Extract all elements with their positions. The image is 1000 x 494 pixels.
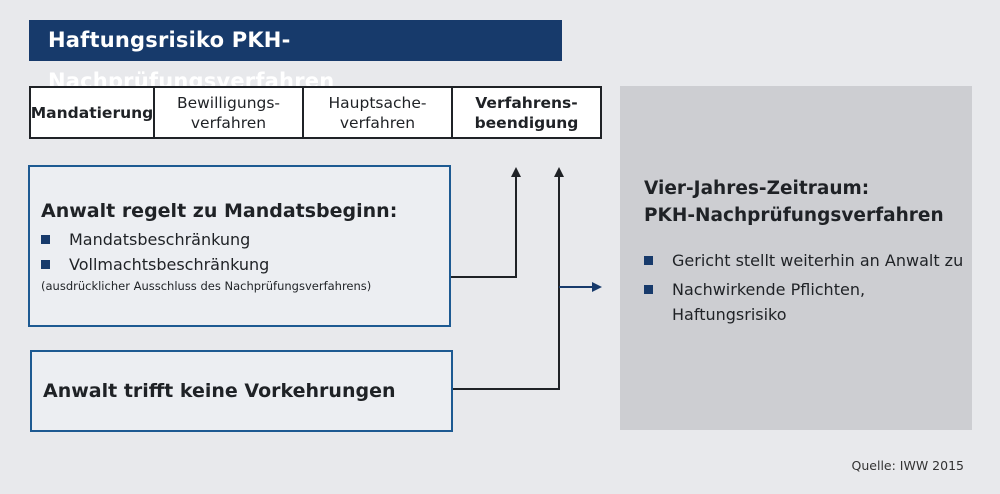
phase-hauptsacheverfahren: Hauptsache- verfahren [304, 88, 453, 137]
box-a-bullet-text: Mandatsbeschränkung [69, 230, 251, 249]
source-note: Quelle: IWW 2015 [851, 458, 964, 473]
review-period-panel: Vier-Jahres-Zeitraum: PKH-Nachprüfungsve… [620, 86, 972, 430]
list-item: Vollmachtsbeschränkung [41, 252, 269, 277]
box-a-bullet-list: Mandatsbeschränkung Vollmachtsbeschränku… [41, 227, 269, 277]
square-bullet-icon [41, 235, 50, 244]
box-b-heading: Anwalt trifft keine Vorkehrungen [43, 380, 396, 402]
square-bullet-icon [644, 285, 653, 294]
box-a-note: (ausdrücklicher Ausschluss des Nachprüfu… [41, 279, 372, 293]
panel-title: Vier-Jahres-Zeitraum: PKH-Nachprüfungsve… [644, 178, 944, 226]
box-mandate-restriction: Anwalt regelt zu Mandatsbeginn: Mandatsb… [28, 165, 451, 327]
square-bullet-icon [41, 260, 50, 269]
panel-bullet-list: Gericht stellt weiterhin an Anwalt zu Na… [644, 248, 964, 331]
list-item: Mandatsbeschränkung [41, 227, 269, 252]
arrow-box-b-to-end [453, 167, 564, 390]
panel-bullet-text: Gericht stellt weiterhin an Anwalt zu [672, 251, 964, 270]
box-no-precautions: Anwalt trifft keine Vorkehrungen [30, 350, 453, 432]
box-a-bullet-text: Vollmachtsbeschränkung [69, 255, 270, 274]
phase-mandatierung: Mandatierung [31, 88, 155, 137]
phase-bewilligungsverfahren: Bewilligungs- verfahren [155, 88, 304, 137]
phase-timeline: Mandatierung Bewilligungs- verfahren Hau… [29, 86, 602, 139]
list-item: Gericht stellt weiterhin an Anwalt zu [644, 248, 964, 273]
box-a-heading: Anwalt regelt zu Mandatsbeginn: [41, 200, 398, 222]
arrow-box-a-to-end [451, 167, 521, 278]
square-bullet-icon [644, 256, 653, 265]
panel-bullet-text: Nachwirkende Pflichten, Haftungsrisiko [672, 280, 866, 324]
list-item: Nachwirkende Pflichten, Haftungsrisiko [644, 277, 964, 327]
diagram-title: Haftungsrisiko PKH-Nachprüfungsverfahren [29, 20, 562, 93]
phase-verfahrensbeendigung: Verfahrens- beendigung [474, 93, 579, 132]
